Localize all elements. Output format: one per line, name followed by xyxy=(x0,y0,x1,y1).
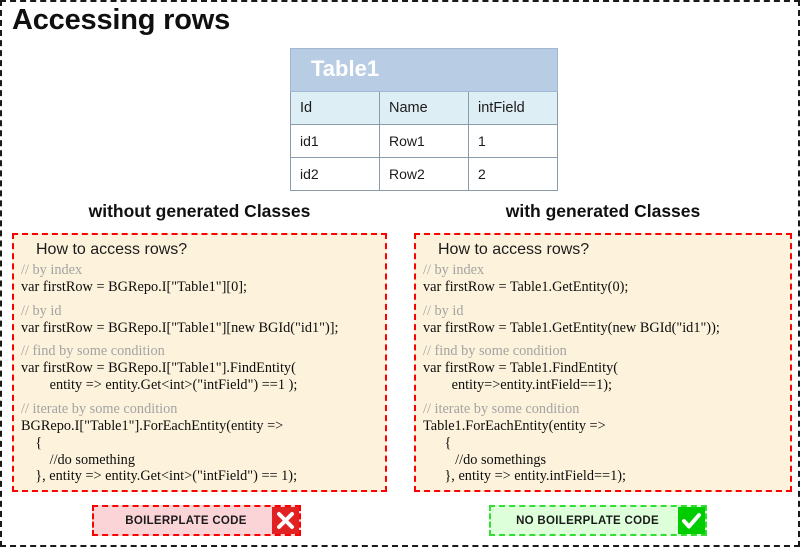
cell-intfield: 2 xyxy=(468,157,558,191)
panel-question: How to access rows? xyxy=(36,241,188,258)
code-comment-line: // find by some condition xyxy=(21,343,165,360)
code-comment-line: // iterate by some condition xyxy=(423,401,580,418)
cell-name: Row2 xyxy=(379,157,469,191)
entity-table: Table1 Id Name intField id1 Row1 1 id2 R… xyxy=(290,48,558,191)
code-line: var firstRow = Table1.FindEntity( xyxy=(423,360,619,377)
code-comment-line: // by id xyxy=(423,302,464,319)
code-spacer xyxy=(21,296,385,303)
code-spacer xyxy=(21,394,385,401)
code-line: var firstRow = Table1.GetEntity(new BGId… xyxy=(423,319,720,336)
table-name: Table1 xyxy=(290,48,558,92)
cross-mark-icon xyxy=(272,507,299,534)
code-line: }, entity => entity.intField==1); xyxy=(423,468,626,485)
code-comment-line: // by index xyxy=(423,262,485,278)
heading-without-generated-classes: without generated Classes xyxy=(88,201,311,221)
status-badge-boilerplate: BOILERPLATE CODE xyxy=(92,505,301,536)
code-line: { xyxy=(423,434,452,451)
column-header-name: Name xyxy=(379,91,469,125)
table-row: id2 Row2 2 xyxy=(290,157,558,191)
code-line: }, entity => entity.Get<int>("intField")… xyxy=(21,468,298,485)
cell-name: Row1 xyxy=(379,124,469,158)
badge-label: NO BOILERPLATE CODE xyxy=(516,514,659,527)
cell-id: id2 xyxy=(290,157,380,191)
cell-id: id1 xyxy=(290,124,380,158)
code-comment-line: // by index xyxy=(21,262,83,278)
code-spacer xyxy=(423,336,790,343)
heading-with-generated-classes: with generated Classes xyxy=(505,201,701,221)
badge-label: BOILERPLATE CODE xyxy=(125,514,247,527)
code-spacer xyxy=(21,336,385,343)
column-header-intfield: intField xyxy=(468,91,558,125)
code-line: var firstRow = BGRepo.I["Table1"][0]; xyxy=(21,278,247,295)
table-row: id1 Row1 1 xyxy=(290,124,558,158)
panel-question: How to access rows? xyxy=(438,241,590,258)
code-spacer xyxy=(423,296,790,303)
table-title-row: Table1 xyxy=(290,48,558,92)
code-comment-line: // iterate by some condition xyxy=(21,401,178,418)
code-line: entity=>entity.intField==1); xyxy=(423,377,612,394)
cell-intfield: 1 xyxy=(468,124,558,158)
status-badge-no-boilerplate: NO BOILERPLATE CODE xyxy=(489,505,707,536)
code-line: //do somethings xyxy=(423,451,547,468)
code-line: var firstRow = Table1.GetEntity(0); xyxy=(423,278,629,295)
code-line: Table1.ForEachEntity(entity => xyxy=(423,417,606,434)
code-line: //do something xyxy=(21,451,135,468)
code-spacer xyxy=(423,394,790,401)
column-header-id: Id xyxy=(290,91,380,125)
code-line: BGRepo.I["Table1"].ForEachEntity(entity … xyxy=(21,417,284,434)
code-line: { xyxy=(21,434,43,451)
table-header-row: Id Name intField xyxy=(290,91,558,125)
code-line: entity => entity.Get<int>("intField") ==… xyxy=(21,377,298,394)
code-comment-line: // by id xyxy=(21,302,62,319)
code-line: var firstRow = BGRepo.I["Table1"][new BG… xyxy=(21,319,339,336)
code-comment-line: // find by some condition xyxy=(423,343,567,360)
check-mark-icon xyxy=(678,507,705,534)
page-title: Accessing rows xyxy=(12,4,231,36)
code-line: var firstRow = BGRepo.I["Table1"].FindEn… xyxy=(21,360,296,377)
